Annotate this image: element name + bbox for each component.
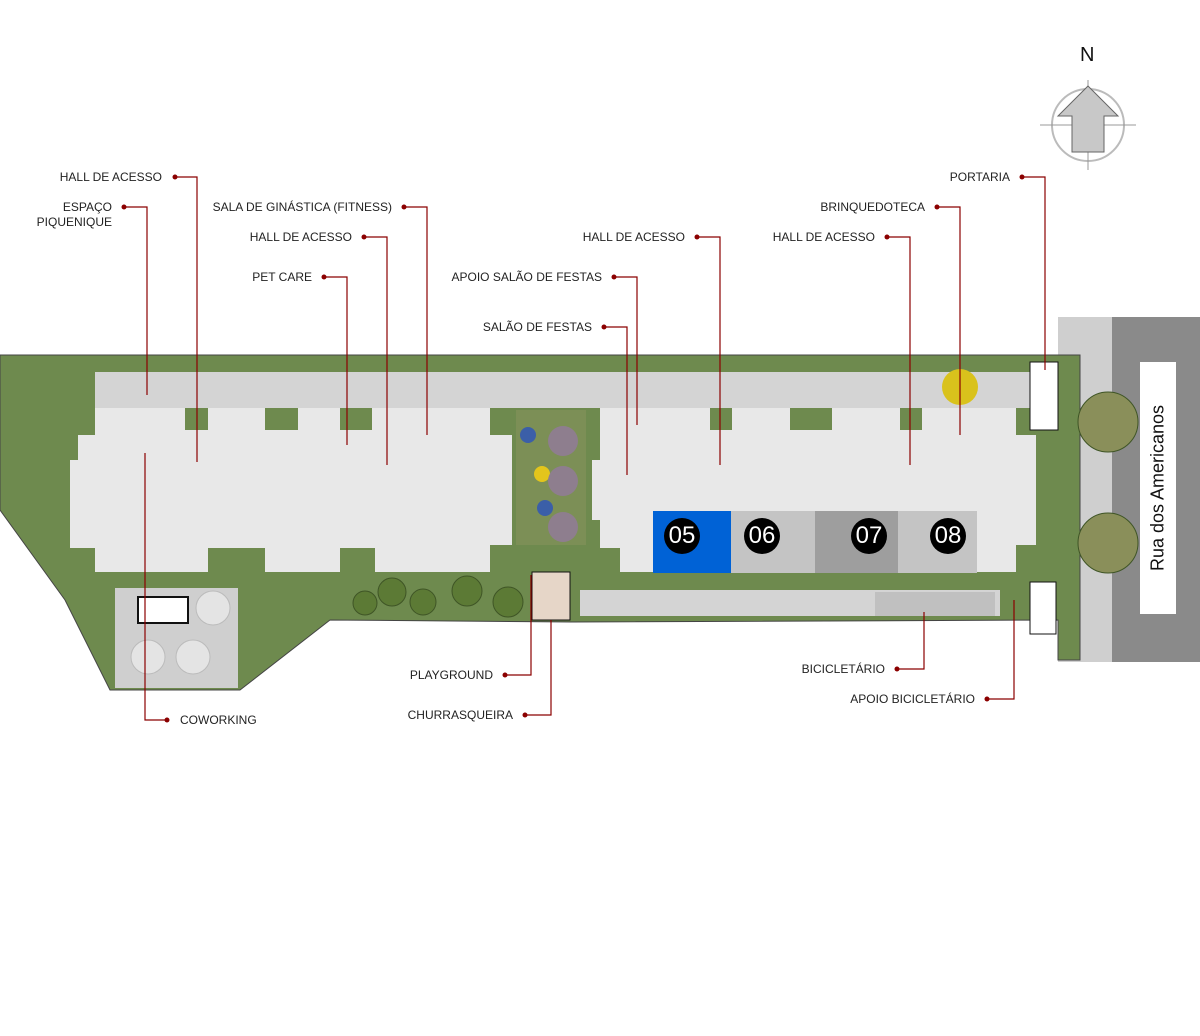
portaria-building (1029, 361, 1059, 431)
label-line: ESPAÇO (62, 200, 112, 214)
unit-number-badge[interactable]: 07 (851, 518, 887, 554)
path-north (95, 372, 1035, 408)
label-line: PIQUENIQUE (36, 215, 112, 229)
building-left (70, 408, 512, 572)
label-fitness: SALA DE GINÁSTICA (FITNESS) (212, 200, 392, 214)
bicicletario-area (875, 592, 995, 616)
unit-number-badge[interactable]: 06 (744, 518, 780, 554)
label-portaria: PORTARIA (949, 170, 1010, 184)
label-bicicletario: BICICLETÁRIO (801, 662, 885, 676)
street-sign: Rua dos Americanos (1140, 362, 1176, 614)
label-hall-de-acesso-3: HALL DE ACESSO (582, 230, 685, 244)
label-churrasqueira: CHURRASQUEIRA (407, 708, 513, 722)
unit-number-badge[interactable]: 05 (664, 518, 700, 554)
label-hall-de-acesso-2: HALL DE ACESSO (249, 230, 352, 244)
label-apoio-bicicletario: APOIO BICICLETÁRIO (850, 692, 975, 706)
unit-number-badge[interactable]: 08 (930, 518, 966, 554)
label-salao-de-festas: SALÃO DE FESTAS (482, 320, 592, 334)
label-apoio-salao-de-festas: APOIO SALÃO DE FESTAS (451, 270, 603, 284)
label-brinquedoteca: BRINQUEDOTECA (820, 200, 925, 214)
compass-icon (1040, 80, 1136, 170)
compass-north-label: N (1080, 44, 1095, 66)
churrasqueira-area (531, 571, 571, 621)
leader-lines (124, 176, 1046, 721)
label-pet-care: PET CARE (252, 270, 312, 284)
label-hall-de-acesso-4: HALL DE ACESSO (772, 230, 875, 244)
label-coworking: COWORKING (180, 713, 257, 727)
label-hall-de-acesso-1: HALL DE ACESSO (59, 170, 162, 184)
apoio-bicicletario-building (1029, 581, 1057, 635)
street-name: Rua dos Americanos (1147, 404, 1168, 572)
label-playground: PLAYGROUND (409, 668, 493, 682)
